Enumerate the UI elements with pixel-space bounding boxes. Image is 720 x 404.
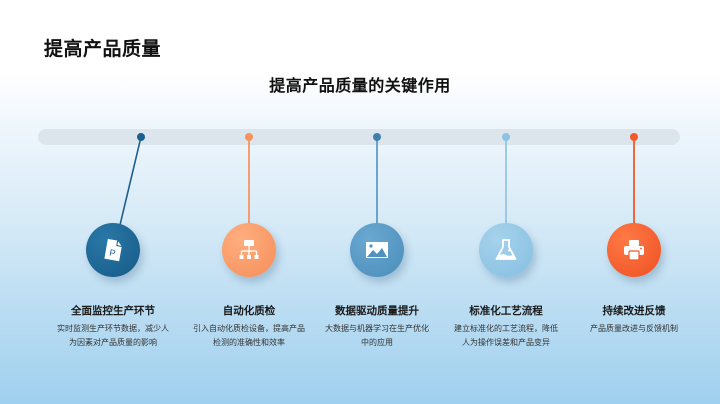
timeline-dot-2 bbox=[245, 133, 253, 141]
document-p-icon: P bbox=[104, 238, 122, 262]
slide-title: 提高产品质量 bbox=[44, 38, 162, 60]
milestone-desc-1: 实时监测生产环节数据，减少人为因素对产品质量的影响 bbox=[57, 324, 169, 347]
milestone-circle-5[interactable] bbox=[607, 223, 661, 277]
timeline-dot-3 bbox=[373, 133, 381, 141]
svg-text:P: P bbox=[109, 248, 117, 259]
milestone-title-2: 自动化质检 bbox=[222, 305, 276, 317]
milestone-title-3: 数据驱动质量提升 bbox=[335, 305, 419, 317]
timeline-track bbox=[38, 129, 680, 145]
milestone-title-1: 全面监控生产环节 bbox=[71, 305, 155, 317]
flask-icon bbox=[495, 239, 517, 260]
milestone-desc-3: 大数据与机器学习在生产优化中的应用 bbox=[325, 324, 429, 347]
org-chart-icon bbox=[239, 240, 259, 259]
timeline-dot-1 bbox=[137, 133, 145, 141]
milestone-desc-5: 产品质量改进与反馈机制 bbox=[590, 324, 678, 333]
milestone-circle-3[interactable] bbox=[350, 223, 404, 277]
milestone-circle-4[interactable] bbox=[479, 223, 533, 277]
image-icon bbox=[366, 242, 388, 258]
milestone-desc-4: 建立标准化的工艺流程，降低人为操作误差和产品变异 bbox=[454, 324, 558, 347]
milestone-circle-2[interactable] bbox=[222, 223, 276, 277]
milestone-circle-1[interactable]: P bbox=[86, 223, 140, 277]
timeline-dot-5 bbox=[630, 133, 638, 141]
milestone-title-5: 持续改进反馈 bbox=[602, 305, 666, 317]
printer-icon bbox=[624, 240, 644, 261]
milestone-title-4: 标准化工艺流程 bbox=[469, 305, 543, 317]
milestone-desc-2: 引入自动化质检设备，提高产品检测的准确性和效率 bbox=[193, 324, 305, 347]
timeline-dot-4 bbox=[502, 133, 510, 141]
slide-subtitle: 提高产品质量的关键作用 bbox=[269, 76, 451, 95]
